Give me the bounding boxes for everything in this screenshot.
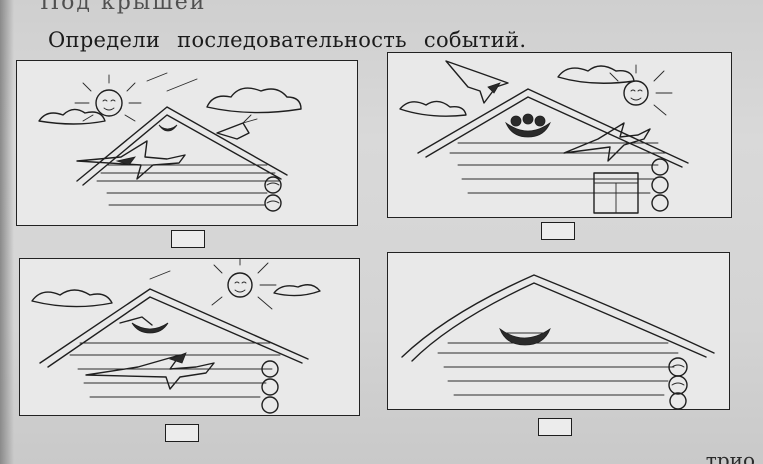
task-instruction: Определи последовательность событий. <box>48 28 527 52</box>
next-text-fragment: трио <box>705 448 755 464</box>
empty-nest-illustration <box>401 274 715 409</box>
picture-panel-2 <box>387 52 732 218</box>
page-binding-shadow <box>0 0 14 464</box>
sun-icon <box>74 74 142 122</box>
swallows-arriving-illustration <box>38 72 302 212</box>
order-answer-box-1[interactable] <box>171 230 205 248</box>
swallows-feeding-chicks-illustration <box>399 60 689 214</box>
picture-panel-4 <box>387 252 730 410</box>
order-answer-box-2[interactable] <box>541 222 575 240</box>
swallows-circling-nest-illustration <box>31 259 321 414</box>
order-answer-box-4[interactable] <box>538 418 572 436</box>
sun-icon <box>609 64 673 116</box>
picture-panel-1 <box>16 60 358 226</box>
previous-section-heading-fragment: Под крышей <box>40 0 207 15</box>
picture-panel-3 <box>19 258 360 416</box>
order-answer-box-3[interactable] <box>165 424 199 442</box>
sun-icon <box>211 259 277 310</box>
